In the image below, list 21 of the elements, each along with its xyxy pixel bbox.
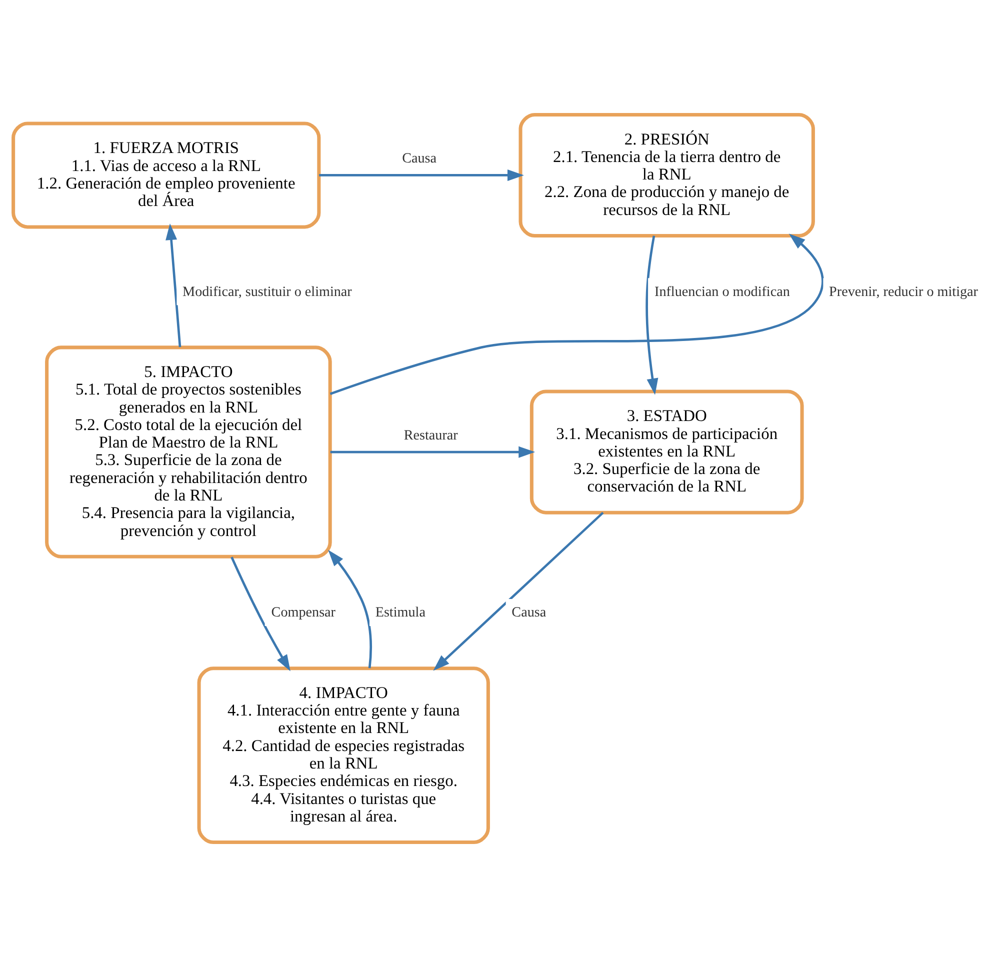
arrow	[328, 549, 372, 668]
node-box: 1. FUERZA MOTRIS 1.1. Vias de acceso a la RNL 1.2. Generación de empleo proveniente del Área	[12, 121, 321, 228]
arrow	[433, 511, 604, 670]
arrow	[646, 235, 658, 394]
arrow	[166, 223, 182, 347]
edge-label: Modificar, sustituir o eliminar	[182, 283, 352, 300]
node-box: 3. ESTADO 3.1. Mecanismos de participación existentes en la RNL 3.2. Superficie de la zona de conservación de la RNL	[530, 389, 804, 514]
arrow	[330, 446, 536, 458]
node-box: 2. PRESIÓN 2.1. Tenencia de la tierra dentro de la RNL 2.2. Zona de producción y manejo de recursos de la RNL	[518, 112, 815, 238]
arrow	[230, 556, 290, 671]
edge-label: Influencian o modifican	[654, 283, 790, 300]
node-box: 5. IMPACTO 5.1. Total de proyectos sostenibles generados en la RNL 5.2. Costo total de la ejecución del Plan de Maestro de la RNL 5.3. Superficie de la zona de regeneración y rehabilitación dentro de la RNL 5.4. Presencia para la vigilancia, prevención y control	[45, 345, 332, 558]
edge-label: Causa	[402, 150, 437, 166]
edge-label: Estimula	[375, 604, 426, 620]
arrow	[330, 233, 824, 395]
edge-label: Restaurar	[404, 426, 458, 443]
edge-label: Causa	[512, 604, 546, 620]
edge-label: Compensar	[271, 604, 336, 620]
edge-label: Prevenir, reducir o mitigar	[829, 283, 978, 300]
node-box: 4. IMPACTO 4.1. Interacción entre gente y fauna existente en la RNL 4.2. Cantidad de especies registradas en la RNL 4.3. Especies endémicas en riesgo. 4.4. Visitantes o turistas que ingresan al área.	[197, 666, 490, 844]
arrow	[319, 168, 524, 180]
